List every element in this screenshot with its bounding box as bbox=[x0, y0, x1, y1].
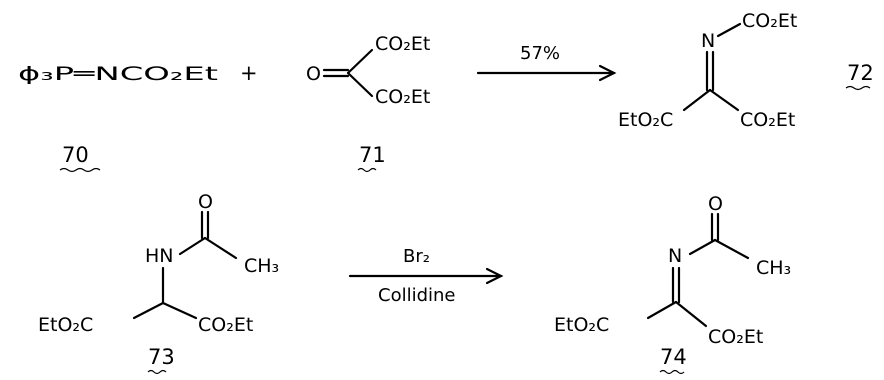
alpha-to-right-ester-bond bbox=[161, 301, 198, 320]
right-ester-group: CO₂Et bbox=[740, 109, 795, 131]
carbonyl-to-methyl-bond bbox=[203, 236, 238, 260]
product-left-ester: EtO₂C bbox=[554, 314, 609, 336]
bond-to-lower-ester bbox=[346, 71, 374, 98]
compound-label-73: 73 bbox=[148, 345, 175, 369]
label-underline-74 bbox=[659, 369, 685, 375]
reaction-2: O HN CH₃ EtO₂C CO₂Et 73 Br₂ Collidine O bbox=[38, 191, 791, 375]
compound-label-72: 72 bbox=[847, 61, 874, 85]
n-ester-group: CO₂Et bbox=[742, 10, 797, 32]
label-underline-72 bbox=[845, 85, 871, 91]
reagent-bromine: Br₂ bbox=[403, 246, 430, 267]
bond-to-left-ester bbox=[682, 88, 712, 112]
carbonyl-to-ch3-bond bbox=[713, 238, 750, 260]
amide-oxygen: O bbox=[198, 191, 213, 213]
bond-to-upper-ester bbox=[346, 48, 374, 75]
product-to-left-ester bbox=[646, 300, 678, 320]
ketone-lower-ester: CO₂Et bbox=[375, 86, 430, 108]
label-underline-73 bbox=[147, 369, 167, 375]
compound-label-70: 70 bbox=[62, 143, 89, 167]
imine-nitrogen: N bbox=[701, 30, 715, 52]
carbonyl-to-nh-bond bbox=[178, 236, 207, 256]
compound-71: O CO₂Et CO₂Et 71 bbox=[306, 33, 430, 173]
product-oxygen: O bbox=[708, 193, 723, 215]
arrow-2-head bbox=[485, 267, 504, 285]
amide-nh: HN bbox=[145, 245, 174, 267]
compound-label-74: 74 bbox=[660, 345, 687, 369]
product-nitrogen: N bbox=[668, 245, 682, 267]
ketone-upper-ester: CO₂Et bbox=[375, 33, 430, 55]
compound-73: O HN CH₃ EtO₂C CO₂Et 73 bbox=[38, 191, 279, 375]
compound-label-71: 71 bbox=[359, 143, 386, 167]
reactant-left-ester: EtO₂C bbox=[38, 314, 93, 336]
reagent-70-formula: ϕ₃P═NCO₂Et bbox=[18, 63, 218, 85]
reactant-right-ester: CO₂Et bbox=[198, 314, 253, 336]
reaction-arrow-1: 57% bbox=[476, 43, 617, 82]
product-to-right-ester bbox=[674, 300, 708, 328]
plus-sign: + bbox=[240, 61, 258, 85]
compound-74: O N CH₃ EtO₂C CO₂Et 74 bbox=[554, 193, 791, 375]
reaction-1: ϕ₃P═NCO₂Et 70 + O CO₂Et CO₂Et 71 57% N bbox=[18, 10, 874, 173]
product-right-ester: CO₂Et bbox=[708, 326, 763, 348]
label-underline-71 bbox=[357, 167, 377, 173]
yield-label: 57% bbox=[520, 43, 560, 64]
left-ester-group: EtO₂C bbox=[618, 109, 673, 131]
acetyl-methyl: CH₃ bbox=[244, 255, 279, 277]
n-to-ester-bond bbox=[716, 22, 742, 38]
compound-72: N CO₂Et EtO₂C CO₂Et 72 bbox=[618, 10, 874, 131]
ketone-oxygen: O bbox=[306, 63, 321, 85]
solvent-collidine: Collidine bbox=[378, 285, 456, 306]
carbonyl-to-n-bond bbox=[688, 238, 717, 256]
reaction-arrow-2: Br₂ Collidine bbox=[348, 246, 504, 306]
bond-to-right-ester bbox=[708, 88, 740, 112]
alpha-to-left-ester-bond bbox=[132, 301, 165, 320]
product-methyl: CH₃ bbox=[756, 257, 791, 279]
compound-70: ϕ₃P═NCO₂Et 70 bbox=[18, 63, 218, 173]
label-underline-70 bbox=[59, 167, 101, 173]
arrow-1-head bbox=[598, 64, 617, 82]
